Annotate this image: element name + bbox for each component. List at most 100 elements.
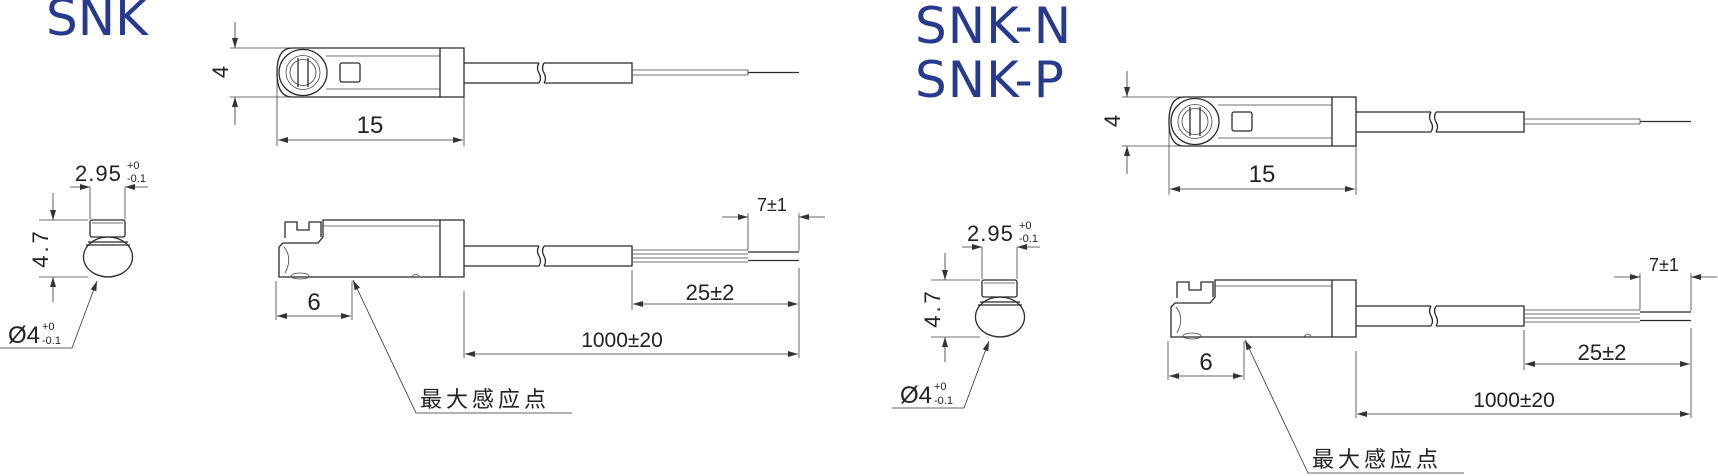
side-view: 7±1 25±2 1000±20 6 最大感应点 xyxy=(1167,255,1717,474)
wire-insulated xyxy=(632,249,748,263)
screw-ring-inner xyxy=(289,59,317,86)
max-sensing-point-callout: 最大感应点 xyxy=(420,387,550,412)
end-view-bottom xyxy=(987,333,1013,337)
sensing-offset-label: 6 xyxy=(307,289,320,316)
extension-line xyxy=(230,47,292,98)
width-tolerance-upper: +0 xyxy=(1019,220,1032,232)
width-tolerance-lower: -0.1 xyxy=(1019,233,1038,245)
strip-length-label: 7±1 xyxy=(757,195,787,215)
extension-line xyxy=(1639,273,1692,311)
callout-leader xyxy=(1244,339,1464,474)
screw-ring xyxy=(285,55,321,90)
end-view: 2.95 +0 -0.1 4.7 Ø4 +0 -0.1 xyxy=(892,220,1040,409)
wire-insulated xyxy=(1524,309,1640,323)
extension-line xyxy=(89,187,126,219)
lead-length-label: 25±2 xyxy=(686,280,735,305)
diameter-tolerance-upper: +0 xyxy=(42,321,55,333)
sensor-body xyxy=(1168,96,1357,147)
end-view-bottom xyxy=(95,273,121,277)
side-body xyxy=(278,219,465,278)
model-title-snk-p: SNK-P xyxy=(915,51,1065,109)
sensor-drawing: 4 15 2.95 +0 -0.1 xyxy=(892,71,1717,474)
extension-line xyxy=(1122,96,1184,147)
sensor-drawing: 4 15 2.95 +0 xyxy=(0,22,825,414)
sensing-offset-label: 6 xyxy=(1199,349,1212,376)
width-dimension-label: 2.95 xyxy=(75,161,122,186)
extension-line xyxy=(631,268,800,358)
indicator-window xyxy=(1231,111,1253,132)
end-view-body xyxy=(82,236,134,278)
end-view-stripe xyxy=(86,241,130,246)
cable xyxy=(464,245,633,267)
end-view: 2.95 +0 -0.1 4.7 Ø4 +0 -0.1 xyxy=(0,160,148,349)
strip-length-label: 7±1 xyxy=(1649,255,1679,275)
wire-stripped xyxy=(748,251,799,262)
wire-insulated xyxy=(632,69,749,76)
indicator-window xyxy=(339,62,361,83)
end-view-screw-top xyxy=(981,279,1018,298)
height-dimension-label: 4 xyxy=(1100,115,1125,127)
extension-line xyxy=(1167,341,1245,380)
extension-line xyxy=(931,279,980,338)
side-screw-tab xyxy=(1176,281,1214,298)
width-tolerance-upper: +0 xyxy=(127,160,140,172)
diameter-leader xyxy=(0,280,98,349)
diameter-leader xyxy=(892,340,990,409)
side-body-detail xyxy=(283,225,440,274)
bottom-views: 2.95 +0 -0.1 4.7 Ø4 +0 -0.1 xyxy=(0,160,825,414)
end-view-body xyxy=(974,296,1026,338)
screw-head xyxy=(278,48,328,97)
extension-line xyxy=(275,281,353,320)
cable xyxy=(1356,111,1525,133)
top-view: 4 15 xyxy=(1100,71,1691,195)
diameter-tolerance-lower: -0.1 xyxy=(934,395,953,407)
diameter-dimension-label: Ø4 xyxy=(900,382,932,409)
body-groove xyxy=(1218,104,1332,139)
height-dimension-label: 4.7 xyxy=(28,228,53,268)
extension-line xyxy=(39,219,88,278)
cable xyxy=(464,62,633,84)
wire-insulated xyxy=(1524,118,1641,125)
top-view: 4 15 xyxy=(208,22,799,146)
diameter-dimension-label: Ø4 xyxy=(8,322,40,349)
length-dimension-label: 15 xyxy=(357,112,384,139)
side-body xyxy=(1170,279,1357,338)
cable-length-label: 1000±20 xyxy=(581,329,663,352)
screw-slot xyxy=(297,58,309,87)
width-tolerance-lower: -0.1 xyxy=(127,173,146,185)
lead-length-label: 25±2 xyxy=(1578,340,1627,365)
body-notch xyxy=(1303,333,1312,338)
sensor-body xyxy=(276,47,465,98)
length-dimension-label: 15 xyxy=(1249,161,1276,188)
height-dimension-label: 4.7 xyxy=(920,288,945,328)
body-groove xyxy=(326,55,440,90)
side-body-detail xyxy=(1175,285,1332,334)
max-sensing-point-callout: 最大感应点 xyxy=(1312,447,1442,472)
cable xyxy=(1356,305,1525,327)
callout-leader xyxy=(352,279,572,414)
bottom-views: 2.95 +0 -0.1 4.7 Ø4 +0 -0.1 xyxy=(892,220,1717,474)
end-view-screw-top xyxy=(89,219,126,238)
wire-stripped xyxy=(1640,311,1691,322)
end-view-stripe xyxy=(978,301,1022,306)
model-title-snk-n: SNK-N xyxy=(915,0,1072,55)
side-view: 7±1 25±2 1000±20 6 最大感应点 xyxy=(275,195,825,414)
extension-line xyxy=(747,213,800,251)
model-title-snk: SNK xyxy=(46,0,149,47)
extension-line xyxy=(1523,328,1692,418)
extension-line xyxy=(276,78,465,146)
extension-line xyxy=(1168,127,1357,195)
screw-ring xyxy=(1177,104,1213,139)
height-dimension-label: 4 xyxy=(208,66,233,78)
side-screw-tab xyxy=(284,221,322,238)
diameter-tolerance-lower: -0.1 xyxy=(42,335,61,347)
screw-head xyxy=(1170,97,1220,146)
screw-slot xyxy=(1189,107,1201,136)
cable-length-label: 1000±20 xyxy=(1473,389,1555,412)
screw-ring-inner xyxy=(1181,108,1209,135)
diameter-tolerance-upper: +0 xyxy=(934,381,947,393)
width-dimension-label: 2.95 xyxy=(967,221,1014,246)
sensing-element xyxy=(1182,332,1202,340)
sensing-element xyxy=(290,272,310,280)
